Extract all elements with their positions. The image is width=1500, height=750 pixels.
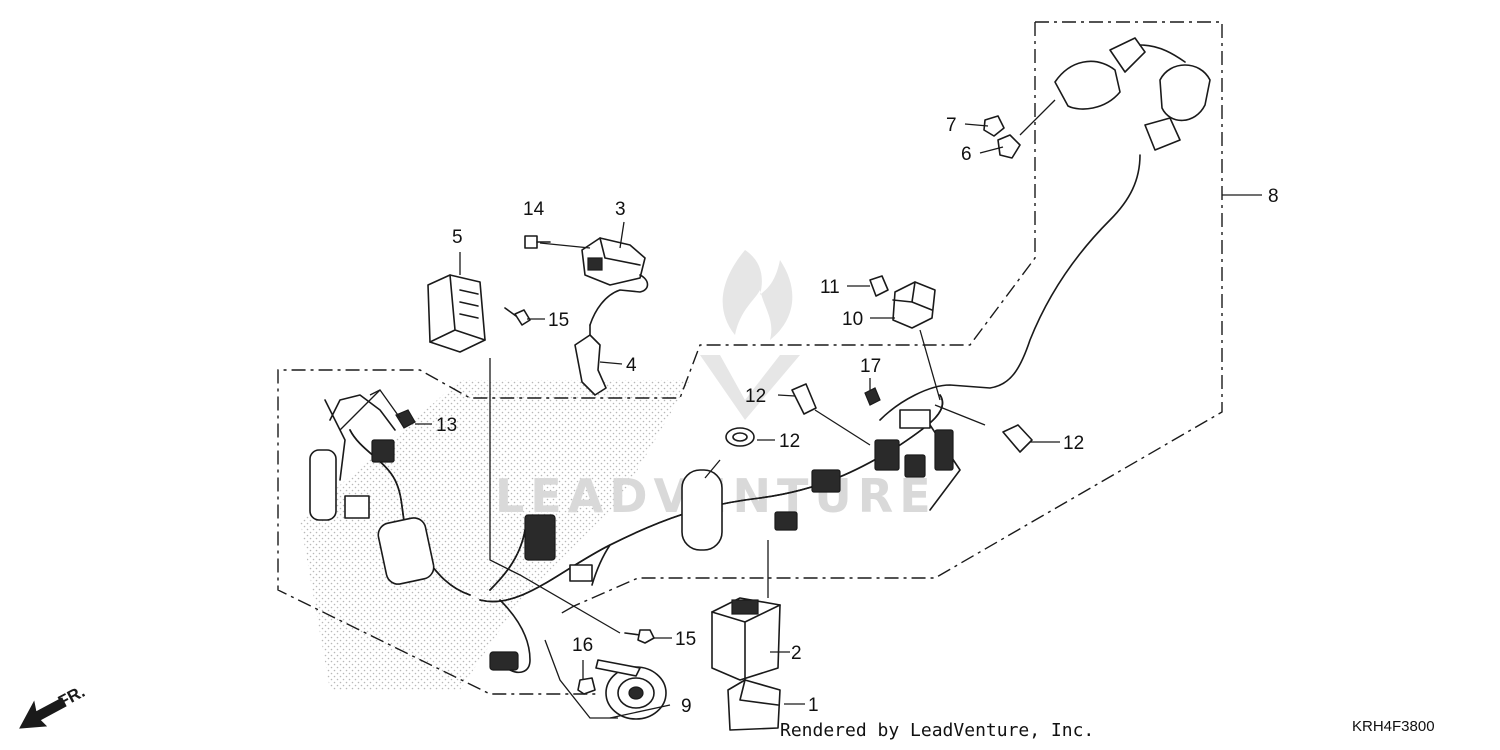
callout-13: 13 bbox=[436, 415, 457, 436]
callout-8: 8 bbox=[1268, 186, 1279, 207]
callout-12-b: 12 bbox=[779, 431, 800, 452]
part-9-horn[interactable] bbox=[595, 659, 667, 720]
callout-1: 1 bbox=[808, 695, 819, 716]
callout-9: 9 bbox=[681, 696, 692, 717]
harness-connectors bbox=[309, 409, 954, 671]
part-17-fuse-clip[interactable] bbox=[864, 387, 881, 406]
footer-credit: Rendered by LeadVenture, Inc. bbox=[780, 720, 1095, 741]
part-3-ignition-coil[interactable] bbox=[581, 237, 649, 326]
callout-10: 10 bbox=[842, 309, 863, 330]
group-outlines bbox=[277, 21, 1223, 695]
callout-2: 2 bbox=[791, 643, 802, 664]
callout-6: 6 bbox=[961, 144, 972, 165]
callout-12-a: 12 bbox=[745, 386, 766, 407]
part-7-clip[interactable] bbox=[983, 115, 1005, 137]
arrow-icon bbox=[19, 697, 67, 729]
front-direction-arrow: FR. bbox=[19, 682, 88, 729]
diagram-code: KRH4F3800 bbox=[1352, 718, 1435, 735]
callout-numbers: 1 2 3 4 5 6 7 8 9 10 11 12 12 12 13 14 1… bbox=[436, 115, 1279, 717]
part-10-relay[interactable] bbox=[892, 281, 936, 329]
callout-17: 17 bbox=[860, 356, 881, 377]
part-12-clamp-c[interactable] bbox=[1002, 424, 1033, 453]
callout-3: 3 bbox=[615, 199, 626, 220]
shading-area bbox=[300, 380, 690, 690]
part-14-bolt[interactable] bbox=[524, 235, 551, 249]
leader-lines bbox=[339, 99, 1262, 719]
callout-15-b: 15 bbox=[675, 629, 696, 650]
part-15-bolt-b[interactable] bbox=[624, 629, 655, 644]
callout-11: 11 bbox=[820, 277, 840, 298]
callout-4: 4 bbox=[626, 355, 637, 376]
part-12-clamp-a[interactable] bbox=[791, 383, 817, 415]
part-12-clamp-b[interactable] bbox=[725, 427, 755, 447]
callout-5: 5 bbox=[452, 227, 463, 248]
part-5-regulator-rectifier[interactable] bbox=[427, 274, 486, 353]
part-8-sub-harness[interactable] bbox=[1054, 37, 1211, 151]
part-2-module[interactable] bbox=[711, 597, 781, 681]
callout-12-c: 12 bbox=[1063, 433, 1084, 454]
part-15-bolt-a[interactable] bbox=[504, 307, 531, 326]
callout-16: 16 bbox=[572, 635, 593, 656]
part-13-clip[interactable] bbox=[395, 409, 416, 429]
part-4-plug-cap[interactable] bbox=[574, 324, 607, 396]
part-1-cover[interactable] bbox=[727, 679, 781, 731]
part-11-fuse[interactable] bbox=[869, 275, 889, 297]
callout-15-a: 15 bbox=[548, 310, 569, 331]
part-6-clip[interactable] bbox=[997, 134, 1021, 159]
callout-7: 7 bbox=[946, 115, 957, 136]
part-16-bolt[interactable] bbox=[577, 677, 596, 695]
callout-14: 14 bbox=[523, 199, 545, 220]
